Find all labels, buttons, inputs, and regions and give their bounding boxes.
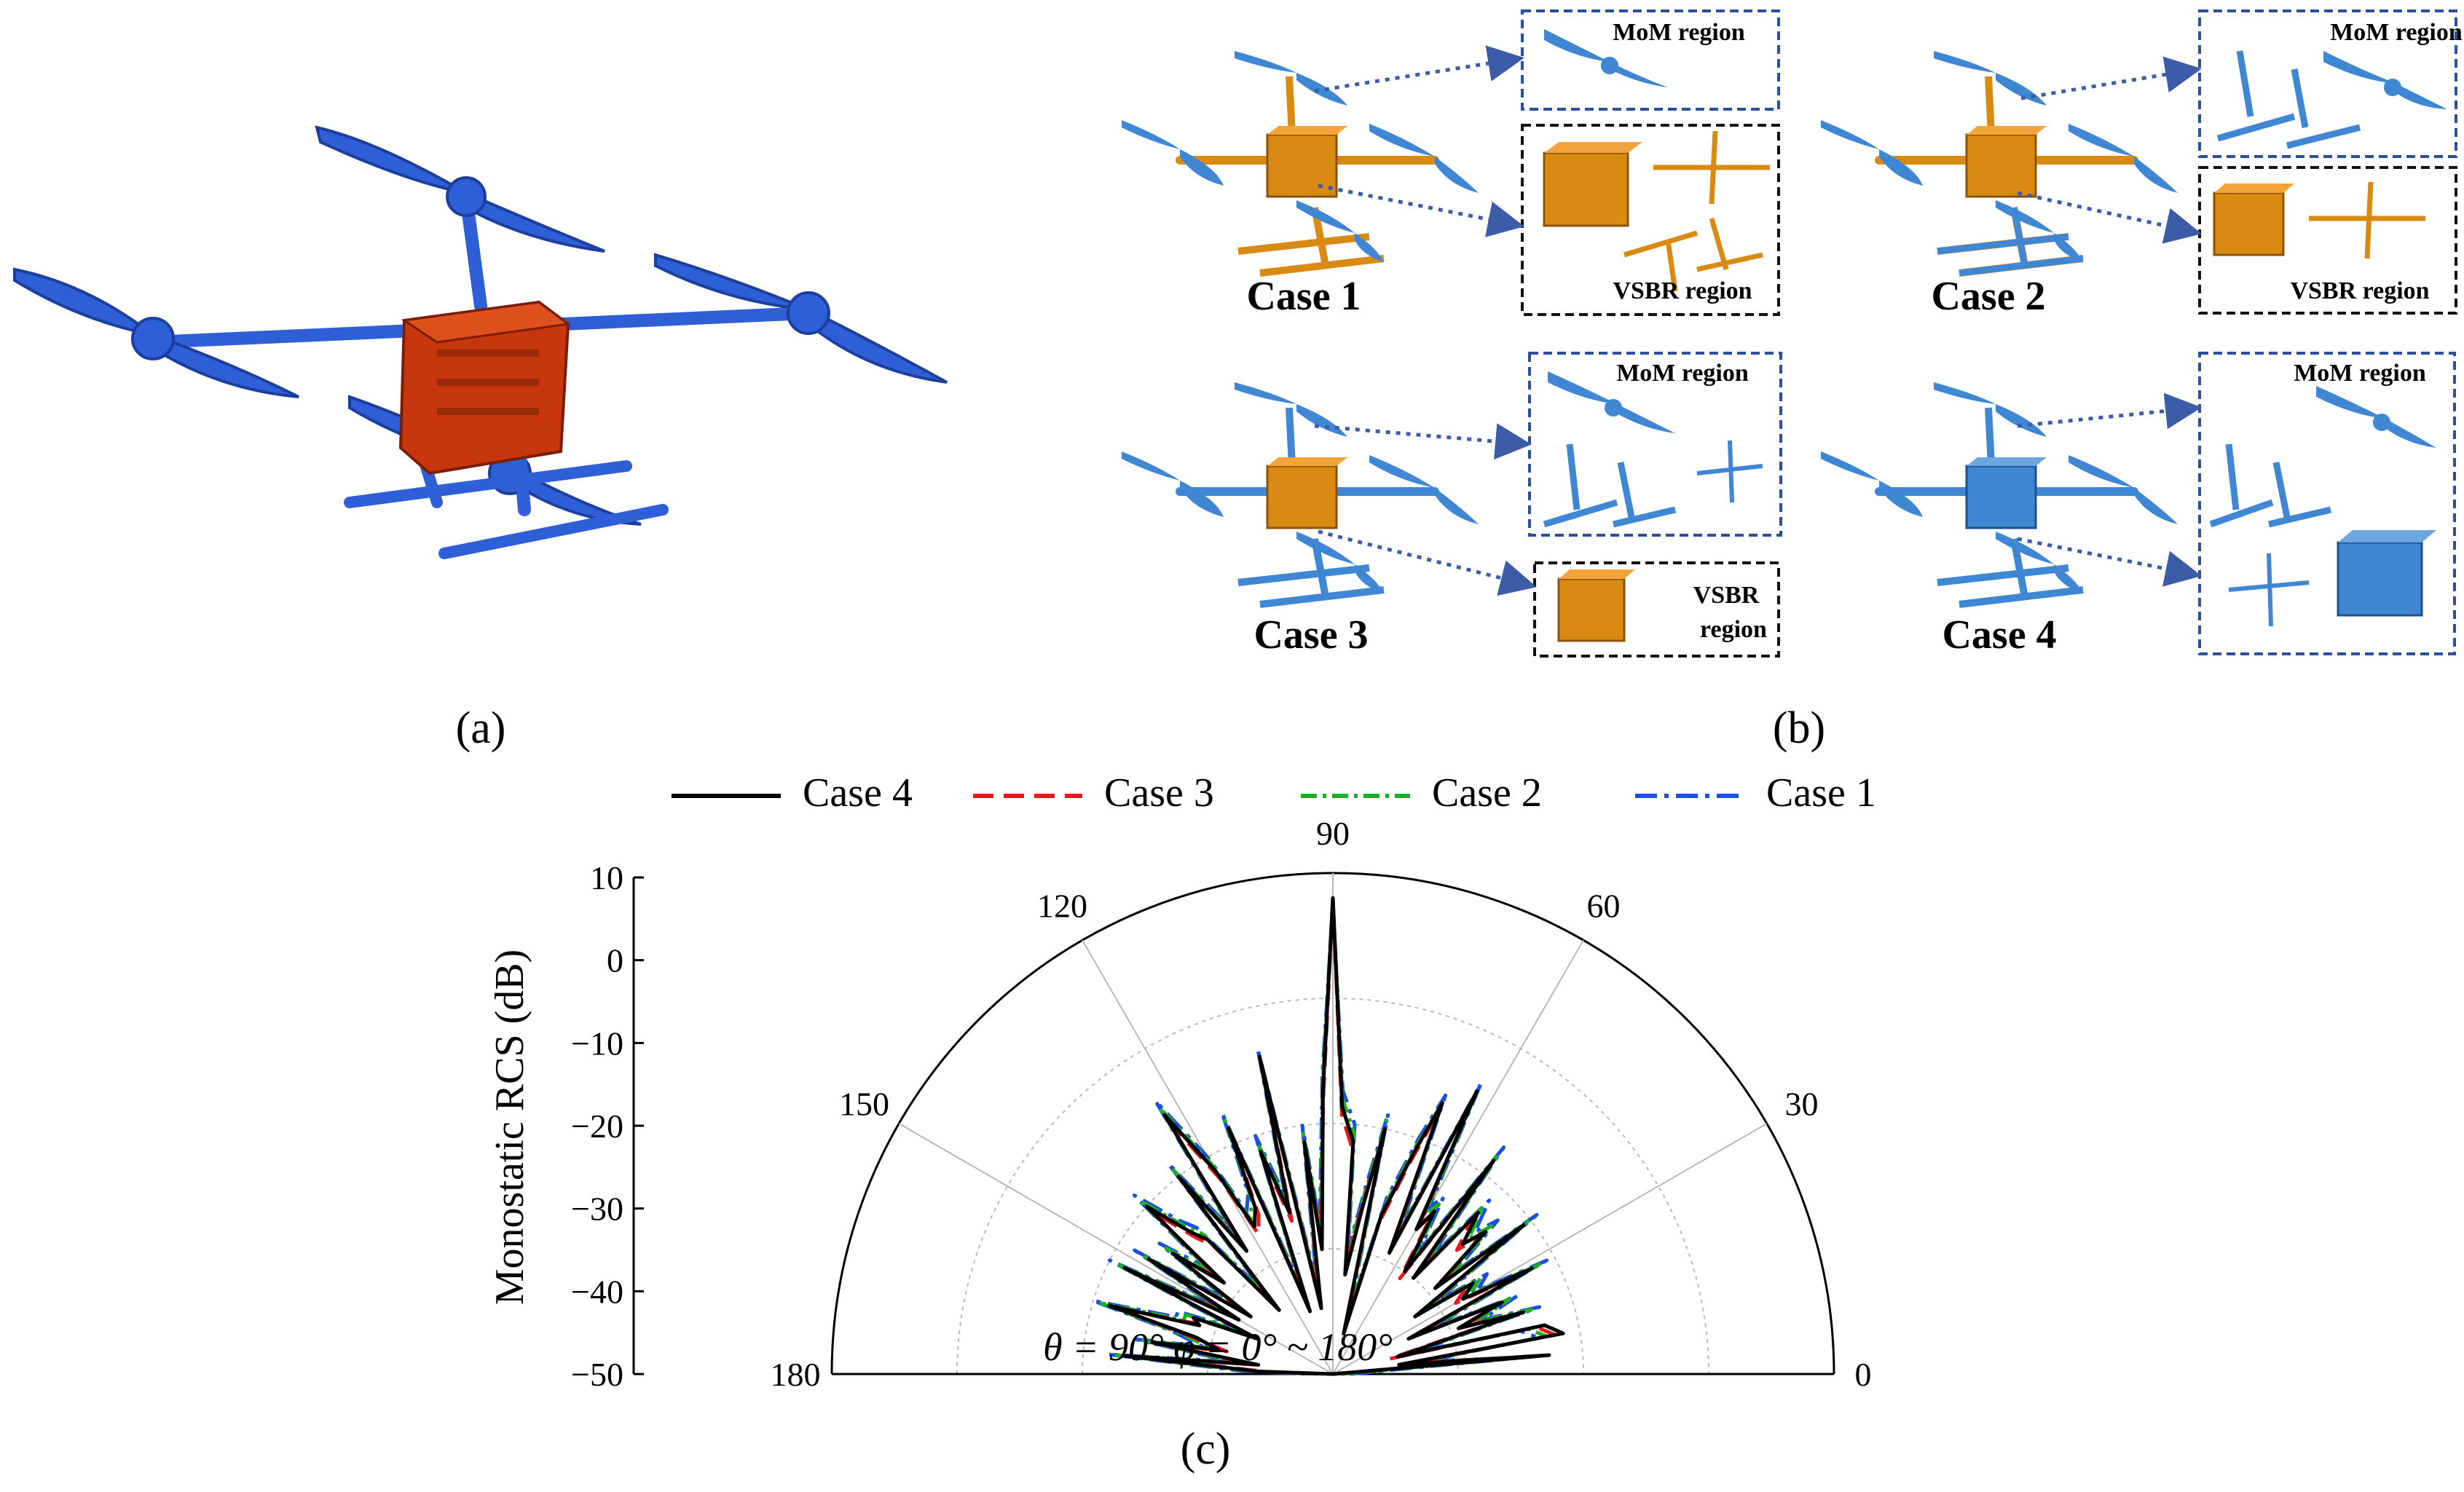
case-2-mom-arrow [2020,56,2202,100]
chart-annotation: θ = 90° φ = 0° ~ 180° [1043,1325,1393,1369]
polar-grid-spoke [898,1123,1334,1375]
case-4-title: Case 4 [1942,612,2056,658]
drone-body [398,300,571,475]
case-3-title: Case 3 [1253,612,1368,658]
angle-tick-label: 90 [1316,815,1350,852]
legend-label: Case 4 [803,770,913,816]
case-3-vsbr-body [1557,569,1635,642]
case-2-group: Case 2 MoM region [1821,9,2463,319]
case-2-vsbr-arrow [2017,191,2202,244]
angle-tick-label: 180 [771,1356,821,1393]
case-3-mom-label: MoM region [1616,360,1749,387]
case-3-mom-parts [1543,371,1763,528]
radial-tick-label: 10 [590,859,623,896]
case-4-group: Case 4 [1821,352,2456,658]
panel-a-label: (a) [456,703,506,753]
case-1-drone [1122,51,1479,273]
polar-grid-ring [956,998,1709,1375]
radial-tick-label: −40 [571,1273,623,1310]
case-1-mom-propeller [1544,29,1668,87]
polar-grid-spoke [1332,939,1584,1375]
case-1-group: Case 1 MoM region [1122,9,1780,319]
case-4-body-arrow [2017,537,2202,587]
angle-tick-label: 30 [1784,1086,1818,1123]
case-1-vsbr-parts [1543,130,1770,292]
polar-grid [830,872,1835,1375]
legend-label: Case 2 [1432,770,1542,816]
case-2-vsbr-parts [2213,181,2425,259]
case-4-mom-box [2198,352,2456,655]
case-3-drone [1122,382,1479,604]
radial-axis: 10 0 −10 −20 −30 −40 −50 [571,859,644,1393]
panel-a-drone-illustration: (a) [13,125,948,753]
radial-tick-label: −30 [571,1191,623,1228]
case-1-mom-label: MoM region [1613,19,1745,46]
case-4-mom-arrow [2017,392,2202,430]
chart-legend: Case 4 Case 3 Case 2 Case 1 [672,770,1876,816]
case-3-vsbr-label-line2: region [1700,616,1767,643]
case-4-drone [1821,382,2178,604]
case-3-group: Case 3 MoM region [1122,352,1782,658]
case-3-mom-arrow [1314,423,1532,460]
case-2-mom-label: MoM region [2330,19,2463,46]
legend-label: Case 1 [1766,770,1876,816]
case-4-mom-label: MoM region [2294,360,2426,387]
series-line-case-4 [1107,896,1565,1376]
panel-b-case-configurations: Case 1 MoM region [1122,9,2463,753]
polar-grid-spoke [1332,1123,1768,1375]
case-2-title: Case 2 [1931,274,2045,319]
case-2-vsbr-label: VSBR region [2290,277,2429,304]
angle-tick-label: 0 [1855,1356,1872,1393]
case-2-mom-box [2198,9,2457,158]
case-1-vsbr-label: VSBR region [1613,277,1752,304]
legend-label: Case 3 [1104,770,1214,816]
chart-ylabel: Monostatic RCS (dB) [487,950,532,1305]
radial-tick-label: 0 [607,942,623,979]
case-2-vsbr-box [2198,166,2457,315]
case-1-mom-box [1521,9,1780,111]
angle-tick-label: 60 [1587,888,1621,925]
case-4-mom-parts [2209,386,2436,627]
radial-tick-label: −10 [571,1025,623,1062]
case-1-mom-arrow [1314,45,1524,93]
angle-labels: 0 30 60 90 120 150 180 [771,815,1872,1393]
angle-tick-label: 120 [1037,888,1087,925]
panel-c-label: (c) [1181,1424,1231,1474]
case-1-vsbr-arrow [1318,183,1524,237]
case-3-vsbr-label-line1: VSBR [1693,582,1760,609]
radial-tick-label: −50 [571,1356,623,1393]
panel-b-label: (b) [1773,703,1825,753]
case-1-title: Case 1 [1246,274,1361,319]
case-3-vsbr-arrow [1318,529,1537,596]
panel-c-polar-rcs-chart: Case 4 Case 3 Case 2 Case 1 10 0 −10 −20 −30 −40… [487,770,1876,1474]
case-2-drone [1821,51,2178,273]
angle-tick-label: 150 [839,1086,889,1123]
case-2-mom-parts [2216,50,2447,149]
series-layer [1091,896,1565,1376]
case-3-vsbr-box [1533,561,1780,658]
radial-tick-label: −20 [571,1108,623,1145]
